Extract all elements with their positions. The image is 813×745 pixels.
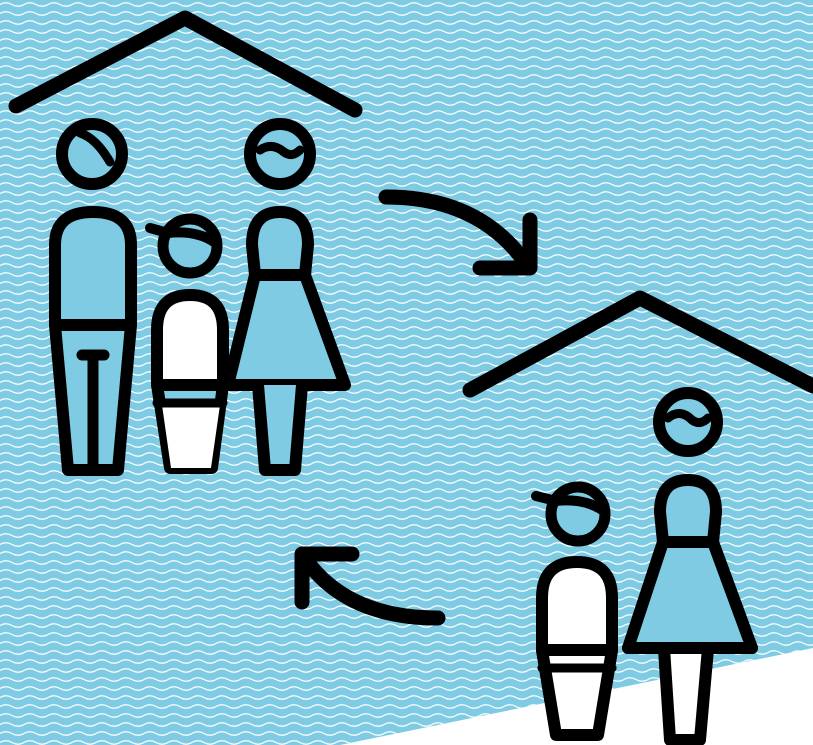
boy-icon	[150, 219, 223, 468]
father-icon	[55, 124, 131, 470]
